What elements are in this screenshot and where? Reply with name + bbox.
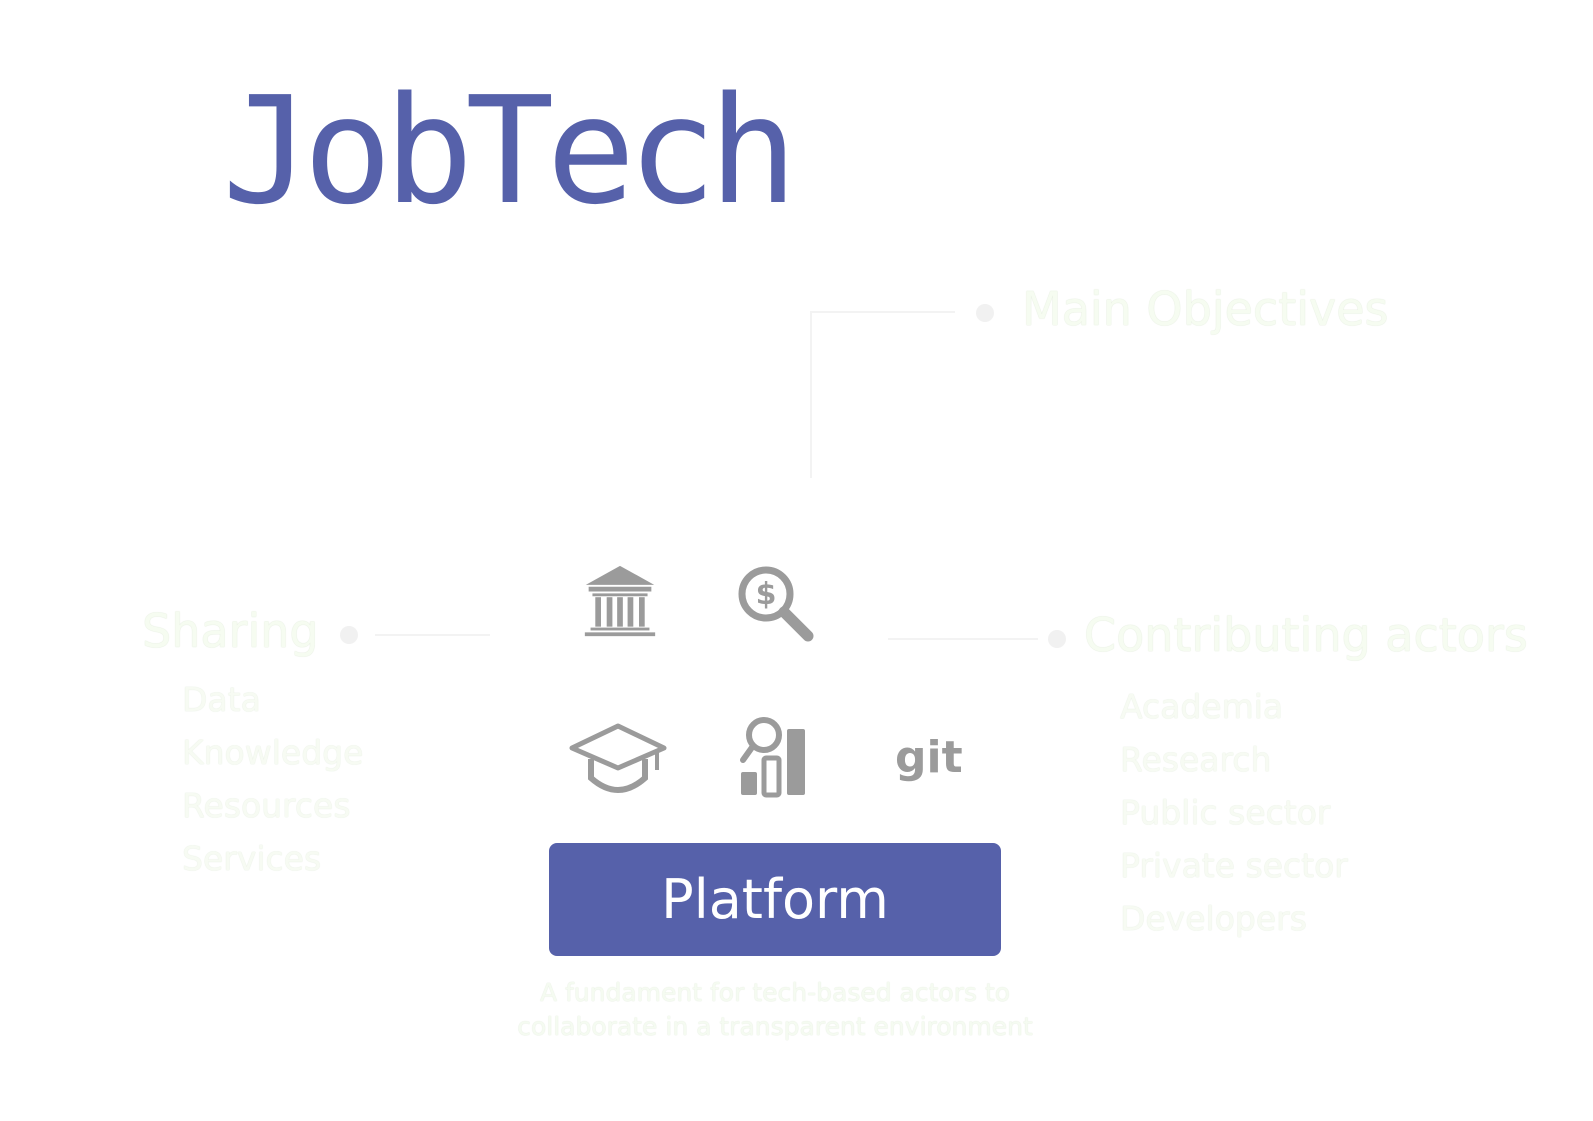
actor-item: Research [1120,740,1272,779]
actor-item: Academia [1120,687,1284,726]
analytics-icon [740,717,805,798]
actors-connector [888,638,1038,640]
objectives-dot [976,304,994,322]
caption-line-2: collaborate in a transparent environment [517,1012,1033,1041]
sharing-item: Data [182,680,261,719]
sharing-item: Services [182,839,322,878]
institution-icon [584,565,656,637]
objectives-horizontal-connector [810,311,955,313]
page-title: JobTech [222,65,798,237]
actors-list: Academia Research Public sector Private … [1120,680,1348,945]
sharing-list: Data Knowledge Resources Services [182,673,363,885]
actor-item: Public sector [1120,793,1331,832]
actors-dot [1048,630,1066,648]
actor-item: Private sector [1120,846,1348,885]
money-search-icon: $ [738,566,814,642]
sharing-item: Resources [182,786,351,825]
svg-text:$: $ [756,577,777,612]
contributing-actors-heading: Contributing actors [1084,608,1528,662]
sharing-item: Knowledge [182,733,364,772]
platform-button[interactable]: Platform [549,843,1001,956]
sharing-connector [375,634,490,636]
objectives-vertical-connector [810,312,812,478]
actor-item: Developers [1120,899,1307,938]
platform-caption: A fundament for tech-based actors to col… [470,976,1080,1044]
git-label: git [895,732,963,783]
git-icon: git [895,732,963,783]
graduation-cap-icon [569,723,667,793]
main-objectives-heading: Main Objectives [1022,282,1389,336]
caption-line-1: A fundament for tech-based actors to [539,978,1011,1007]
sharing-heading: Sharing [142,604,319,658]
sharing-dot [340,626,358,644]
